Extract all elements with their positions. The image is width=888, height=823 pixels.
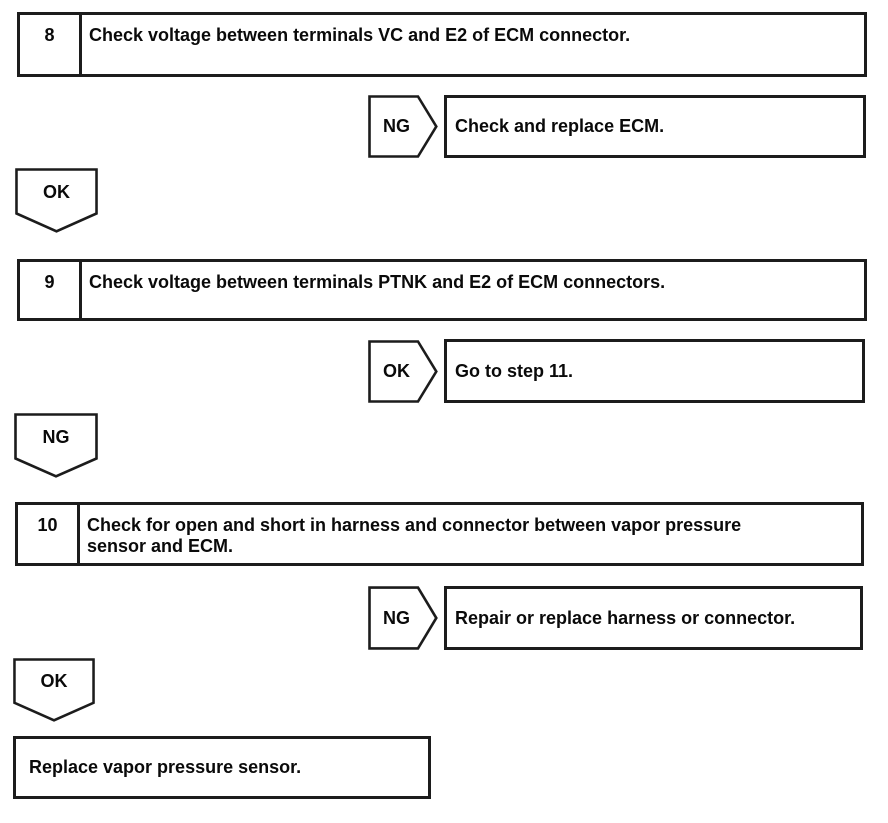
pentagon-arrow-right-icon — [368, 95, 438, 158]
pentagon-arrow-down-icon — [13, 658, 95, 722]
final-action-text: Replace vapor pressure sensor. — [29, 757, 302, 777]
step-box-9: 9 Check voltage between terminals PTNK a… — [17, 259, 867, 321]
step-instruction: Check for open and short in harness and … — [87, 515, 742, 556]
result-text: Repair or replace harness or connector. — [455, 607, 796, 628]
flow-label: OK — [40, 671, 68, 691]
result-text: Check and replace ECM. — [455, 116, 665, 136]
step-number: 10 — [18, 505, 80, 563]
step-instruction: Check voltage between terminals PTNK and… — [89, 272, 666, 292]
branch-label: NG — [383, 607, 410, 628]
flow-label: NG — [42, 426, 70, 447]
final-action-box: Replace vapor pressure sensor. — [13, 736, 431, 799]
pentagon-arrow-right-icon — [368, 586, 438, 650]
ng-flow-tag: NG — [14, 413, 98, 478]
ok-flow-tag: OK — [13, 658, 95, 722]
pentagon-arrow-down-icon — [15, 168, 98, 233]
ok-flow-tag: OK — [15, 168, 98, 233]
step-instruction: Check voltage between terminals VC and E… — [89, 25, 631, 45]
ok-branch-tag: OK — [368, 340, 438, 403]
ng-branch-tag: NG — [368, 95, 438, 158]
result-box: Check and replace ECM. — [444, 95, 866, 158]
flow-label: OK — [43, 181, 70, 202]
result-box: Repair or replace harness or connector. — [444, 586, 863, 650]
ng-branch-tag: NG — [368, 586, 438, 650]
step-box-10: 10 Check for open and short in harness a… — [15, 502, 864, 566]
pentagon-arrow-right-icon — [368, 340, 438, 403]
step-number: 9 — [20, 262, 82, 318]
result-box: Go to step 11. — [444, 339, 865, 403]
result-text: Go to step 11. — [455, 360, 574, 381]
pentagon-arrow-down-icon — [14, 413, 98, 478]
step-number: 8 — [20, 15, 82, 74]
step-box-8: 8 Check voltage between terminals VC and… — [17, 12, 867, 77]
branch-label: NG — [383, 116, 410, 136]
branch-label: OK — [383, 361, 410, 381]
